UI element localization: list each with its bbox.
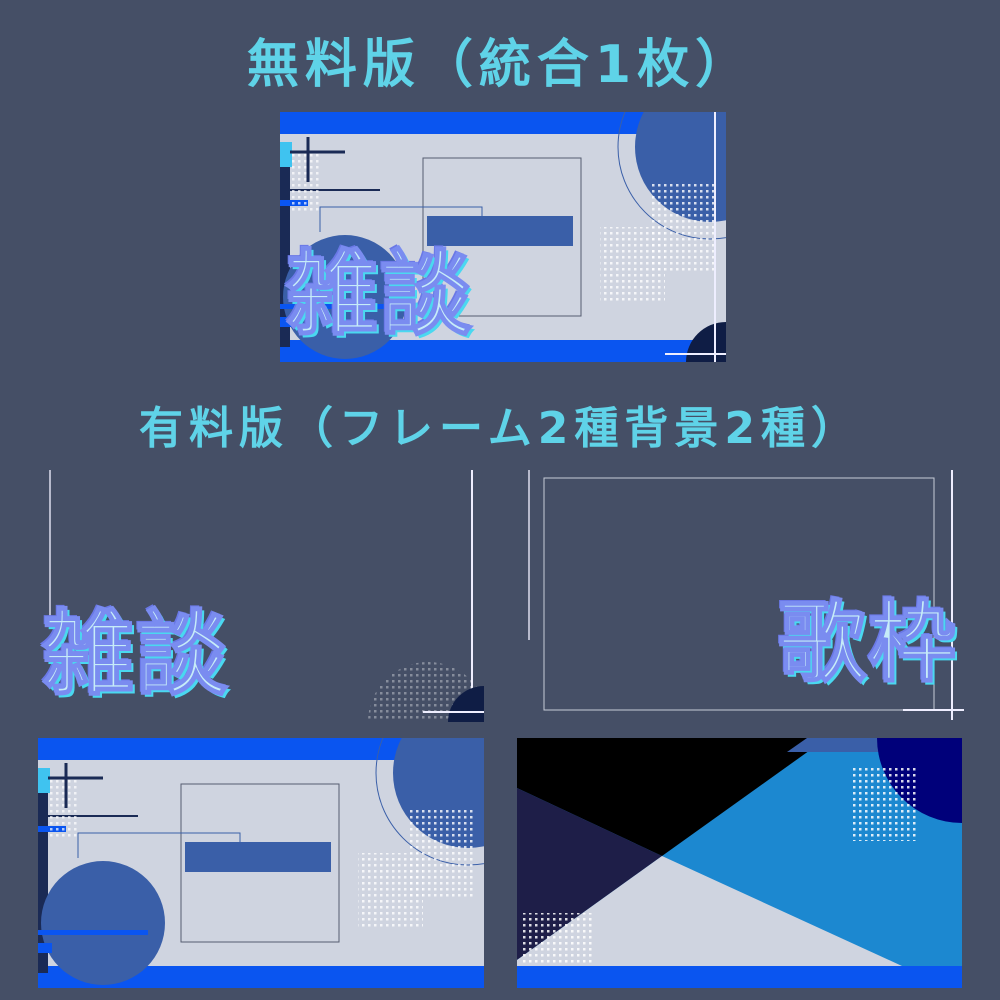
chat-background-preview <box>38 738 484 988</box>
chat-frame-label: 雑談 <box>41 600 231 708</box>
song-frame-preview: 歌枠 <box>528 470 964 720</box>
song-frame-overlay <box>528 470 964 720</box>
paid-version-title: 有料版（フレーム2種背景2種） <box>139 403 861 454</box>
free-combined-frame-preview: 雑談 <box>280 112 726 362</box>
chat-background-image <box>280 112 726 362</box>
chat-frame-overlay <box>49 470 484 722</box>
song-background-preview <box>517 738 962 988</box>
free-version-title: 無料版（統合1枚） <box>246 35 754 95</box>
chat-label: 雑談 <box>285 240 475 348</box>
song-frame-label: 歌枠 <box>777 590 959 694</box>
chat-frame-preview: 雑談 <box>38 470 484 722</box>
chat-background-image <box>38 738 484 988</box>
song-background-image <box>517 738 962 988</box>
